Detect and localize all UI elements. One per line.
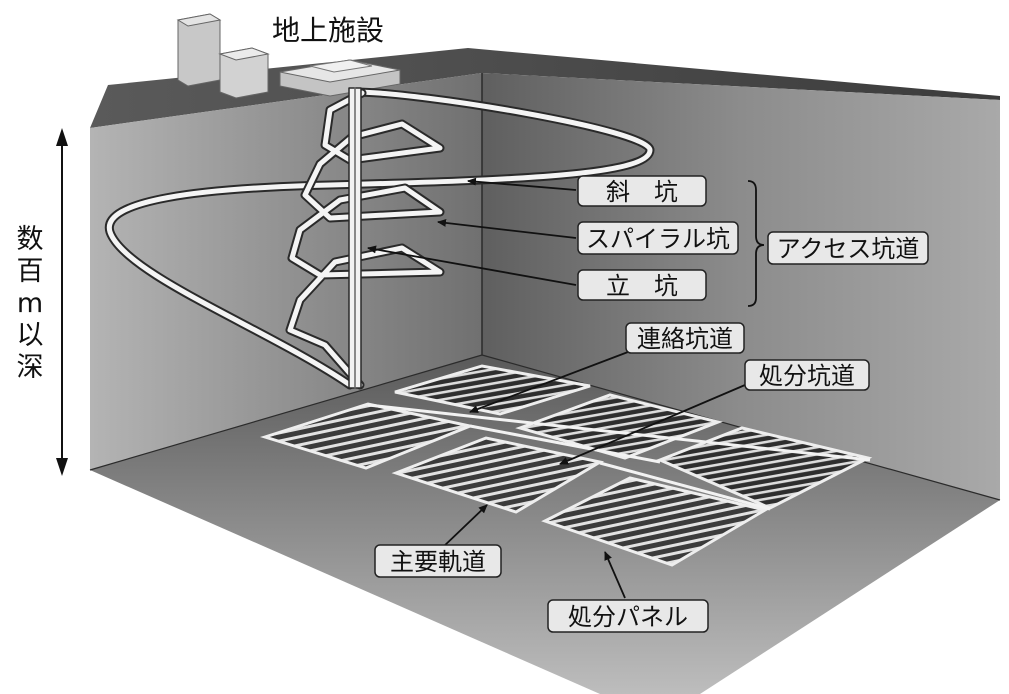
depth-arrow (56, 128, 68, 476)
connecting-tunnel-label: 連絡坑道 (637, 325, 733, 353)
inclined-shaft-callout: 斜 坑 (577, 175, 707, 207)
vertical-shaft-callout: 立 坑 (577, 269, 707, 301)
shaft-tubes (104, 87, 655, 390)
disposal-panels (259, 364, 873, 567)
left-wall (90, 73, 482, 470)
callout-labels: 斜 坑 スパイラル坑 立 坑 アクセス坑道 連絡坑道 処分坑道 主要軌道 処分 (374, 175, 929, 633)
access-tunnels-callout: アクセス坑道 (767, 231, 929, 265)
depth-char: 深 (17, 352, 44, 383)
main-tunnel-line (367, 403, 871, 462)
pointer-arrows (367, 177, 746, 599)
disposal-panel (656, 426, 873, 510)
disposal-panel (394, 364, 591, 416)
access-bracket (747, 180, 765, 307)
depth-label: 数 百 m 以 深 (17, 224, 44, 383)
disposal-tunnel-callout: 処分坑道 (744, 359, 870, 391)
depth-char: 数 (17, 224, 44, 255)
disposal-panel (541, 476, 769, 567)
inclined-shaft-label: 斜 坑 (606, 178, 678, 206)
depth-char: 百 (17, 256, 44, 287)
main-tunnel-label: 主要軌道 (390, 548, 486, 576)
disposal-tunnel-label: 処分坑道 (759, 362, 855, 390)
spiral-shaft-label: スパイラル坑 (586, 225, 730, 253)
disposal-panel (391, 436, 605, 514)
depth-char: 以 (17, 320, 44, 351)
main-tunnel-callout: 主要軌道 (374, 544, 502, 578)
surface-facility-label: 地上施設 (272, 14, 384, 47)
depth-char: m (17, 288, 43, 319)
access-tunnels-label: アクセス坑道 (777, 235, 920, 263)
disposal-panel-callout: 処分パネル (547, 599, 709, 633)
surface-facilities (176, 13, 401, 99)
vertical-shaft-label: 立 坑 (606, 272, 678, 300)
spiral-shaft-callout: スパイラル坑 (577, 221, 739, 255)
connecting-tunnel-callout: 連絡坑道 (625, 322, 745, 354)
disposal-panel-label: 処分パネル (568, 603, 688, 631)
